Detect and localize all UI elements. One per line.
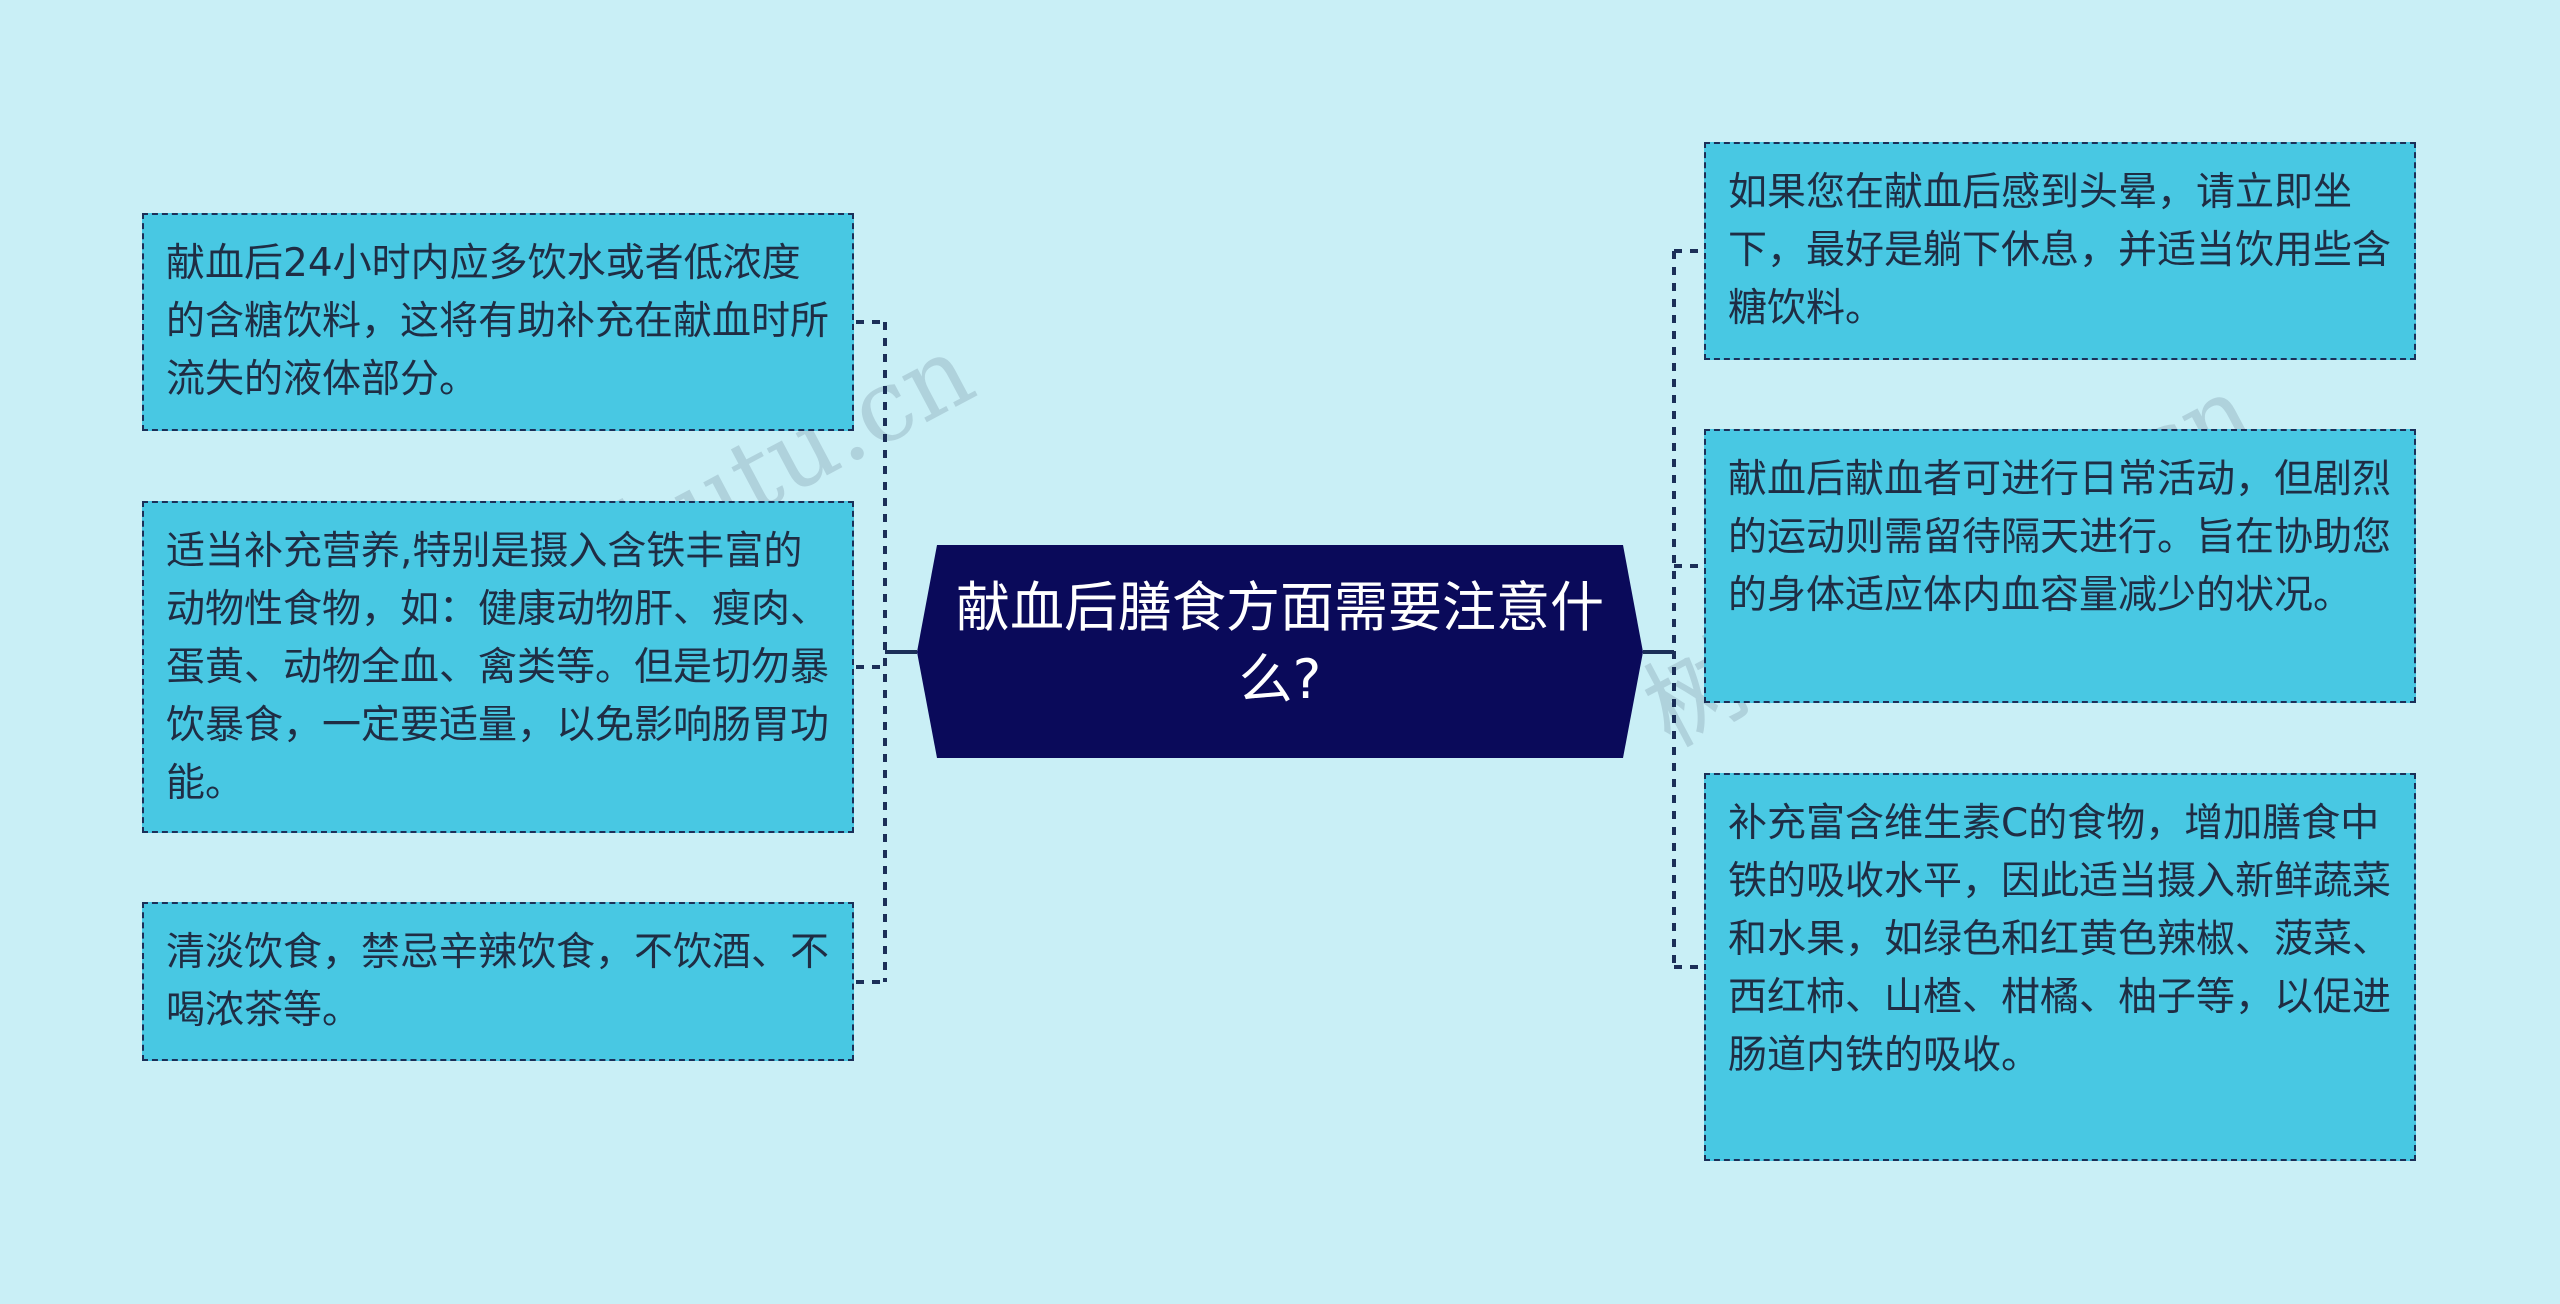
right-node-1[interactable]: 如果您在献血后感到头晕，请立即坐下，最好是躺下休息，并适当饮用些含糖饮料。 <box>1704 142 2416 360</box>
center-topic[interactable]: 献血后膳食方面需要注意什么? <box>956 576 1604 711</box>
left-node-2[interactable]: 适当补充营养,特别是摄入含铁丰富的动物性食物，如：健康动物肝、瘦肉、蛋黄、动物全… <box>142 501 854 833</box>
left-node-1[interactable]: 献血后24小时内应多饮水或者低浓度的含糖饮料，这将有助补充在献血时所流失的液体部… <box>142 213 854 431</box>
left-node-3[interactable]: 清淡饮食，禁忌辛辣饮食，不饮酒、不喝浓茶等。 <box>142 902 854 1061</box>
right-node-3[interactable]: 补充富含维生素C的食物，增加膳食中铁的吸收水平，因此适当摄入新鲜蔬菜和水果，如绿… <box>1704 773 2416 1161</box>
right-node-2[interactable]: 献血后献血者可进行日常活动，但剧烈的运动则需留待隔天进行。旨在协助您的身体适应体… <box>1704 429 2416 703</box>
